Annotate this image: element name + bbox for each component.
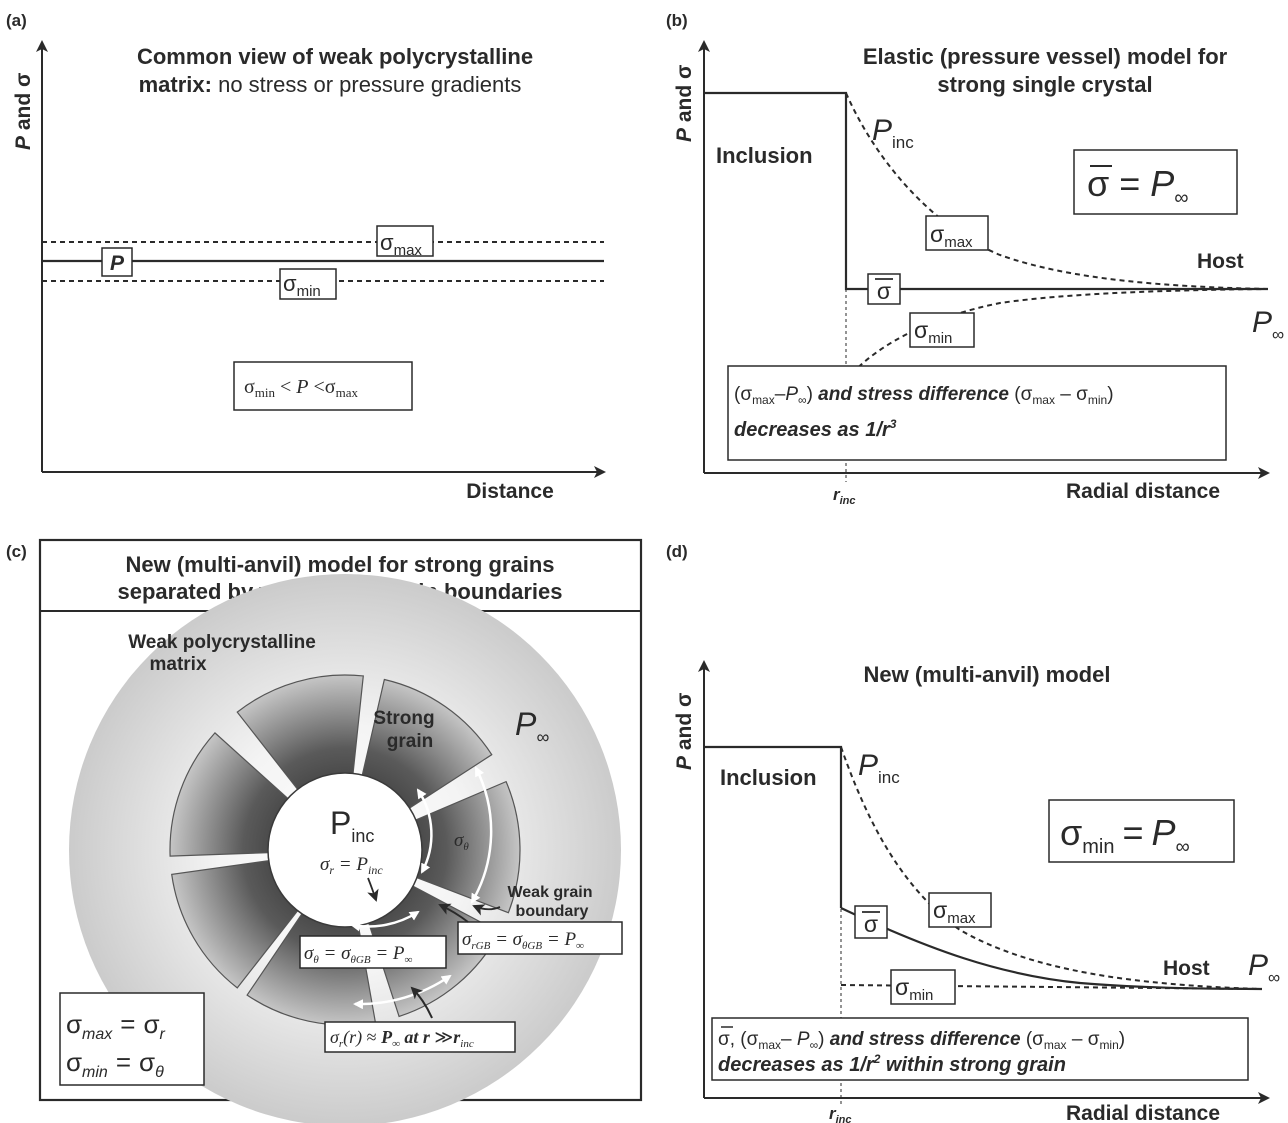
panel-b-y-label: P and σ xyxy=(673,65,696,142)
panel-d-note-line1: σ, (σmax– P∞) and stress difference (σma… xyxy=(718,1029,1125,1052)
panel-c-p-inf-label: P∞ xyxy=(515,706,549,747)
panel-b-sigma-max-curve xyxy=(845,92,1269,290)
panel-c-far-field-eq: σr(r) ≈ P∞ at r ≫rinc xyxy=(330,1027,474,1050)
panel-b-note-line1: (σmax–P∞) and stress difference (σmax – … xyxy=(734,384,1114,407)
panel-a-inequality-box xyxy=(233,361,413,411)
panel-c-sigma-r-eq: σr = Pinc xyxy=(320,854,383,877)
panel-d-equation: σmin=P∞ xyxy=(1060,812,1190,858)
panel-d-sigma-max-box xyxy=(928,892,992,928)
panel-a-letter: (a) xyxy=(6,11,27,30)
panel-c-rgb-box xyxy=(457,921,623,955)
panel-d-inclusion-label: Inclusion xyxy=(720,765,817,790)
panel-b-title-line2: strong single crystal xyxy=(937,72,1152,97)
panel-b-sigma-max-box xyxy=(925,215,989,251)
panel-c-legend-max: σmax=σr xyxy=(66,1009,166,1043)
panel-c-far-field-box xyxy=(324,1021,516,1053)
panel-c-legend-min: σmin=σθ xyxy=(66,1047,164,1081)
panel-d-title: New (multi-anvil) model xyxy=(864,662,1111,687)
panel-b-equation: σ=P∞ xyxy=(1087,163,1189,209)
panel-d-sigma-min-label: σmin xyxy=(895,974,933,1004)
panel-a: (a) Common view of weak polycrystalline … xyxy=(6,11,606,503)
panel-a-p-label: P xyxy=(110,252,125,275)
panel-c-sigma-theta-arrow xyxy=(416,788,433,874)
panel-a-inequality: σmin < P <σmax xyxy=(244,376,358,400)
panel-a-title-line2: matrix: no stress or pressure gradients xyxy=(139,72,522,97)
panel-c-letter: (c) xyxy=(6,542,27,561)
panel-d-r-inc-label: rinc xyxy=(829,1104,852,1123)
panel-c-far-field-arrow xyxy=(410,986,433,1019)
panel-b-host-label: Host xyxy=(1197,250,1244,273)
panel-b-note-box xyxy=(727,365,1227,461)
panel-d-sigma-bar-label: σ xyxy=(864,911,878,937)
panel-c-rgb-arrow xyxy=(438,903,469,923)
panel-c-rgb-eq: σrGB = σθGB = P∞ xyxy=(462,929,584,952)
panel-d-sigma-max-label: σmax xyxy=(933,897,976,927)
panel-b-p-inf-label: P∞ xyxy=(1252,306,1284,344)
panel-c: (c) New (multi-anvil) model for strong g… xyxy=(6,538,643,1123)
panel-b-sigma-min-label: σmin xyxy=(914,317,952,347)
panel-b-sigma-max-label: σmax xyxy=(930,221,973,251)
panel-a-title-line1: Common view of weak polycrystalline xyxy=(137,44,533,69)
panel-c-gb-arrow-upper xyxy=(350,910,420,932)
panel-d-sigma-bar-curve xyxy=(840,907,1263,991)
panel-d-y-label: P and σ xyxy=(673,693,696,770)
panel-c-p-inc-label: Pinc xyxy=(330,805,374,846)
panel-b-x-label: Radial distance xyxy=(1066,480,1220,503)
panel-b-letter: (b) xyxy=(666,11,688,30)
panel-b: (b) Elastic (pressure vessel) model for … xyxy=(666,11,1284,507)
panel-b-equation-box xyxy=(1073,149,1238,215)
panel-b-sigma-min-box xyxy=(909,312,975,348)
panel-c-weak-gb-arrow xyxy=(472,904,501,916)
panel-d-equation-box xyxy=(1048,799,1235,863)
panel-a-sigma-max-label: σmax xyxy=(380,230,422,259)
panel-d-note-box xyxy=(711,1017,1249,1081)
panel-b-inclusion-pressure xyxy=(704,91,1268,291)
panel-a-x-label: Distance xyxy=(466,480,554,503)
panel-b-sigma-min-curve xyxy=(845,288,1269,381)
panel-d-x-label: Radial distance xyxy=(1066,1102,1220,1123)
panel-d-host-label: Host xyxy=(1163,957,1210,980)
panel-a-p-label-box xyxy=(101,247,133,277)
panel-c-title-line1: New (multi-anvil) model for strong grain… xyxy=(125,552,554,577)
panel-c-theta-gb-box xyxy=(299,935,447,969)
panel-c-sigma-r-arrow xyxy=(367,877,379,902)
panel-a-sigma-max-box xyxy=(376,225,434,257)
panel-d-sigma-max-curve xyxy=(840,746,1263,990)
panel-a-y-label: P and σ xyxy=(12,73,35,150)
panel-c-legend-box xyxy=(59,992,205,1086)
panel-c-sigma-theta-arrow-outer xyxy=(470,766,493,904)
panel-d-p-inc-label: Pinc xyxy=(858,749,900,787)
panel-b-p-inc-label: Pinc xyxy=(872,114,914,152)
panel-b-sigma-bar-label: σ xyxy=(877,278,891,304)
panel-a-sigma-min-box xyxy=(279,268,337,300)
panel-c-inclusion xyxy=(267,772,423,928)
panel-b-note-line2: decreases as 1/r3 xyxy=(734,417,897,441)
panel-d-p-inf-label: P∞ xyxy=(1248,949,1280,987)
panel-b-title-line1: Elastic (pressure vessel) model for xyxy=(863,44,1228,69)
panel-d-note-line2: decreases as 1/r2 within strong grain xyxy=(718,1052,1066,1076)
panel-d-sigma-min-line xyxy=(840,984,1263,990)
panel-d-sigma-min-box xyxy=(890,969,956,1005)
panel-d-letter: (d) xyxy=(666,542,688,561)
panel-c-gb-arrow-lower xyxy=(353,974,452,1010)
panel-b-r-inc-label: rinc xyxy=(833,485,856,507)
panel-a-sigma-min-label: σmin xyxy=(283,271,321,300)
panel-c-sigma-theta-label: σθ xyxy=(454,830,469,853)
panel-d: (d) New (multi-anvil) model P and σ Radi… xyxy=(666,542,1280,1123)
panel-c-theta-gb-eq: σθ = σθGB = P∞ xyxy=(304,943,413,966)
panel-b-inclusion-label: Inclusion xyxy=(716,143,813,168)
